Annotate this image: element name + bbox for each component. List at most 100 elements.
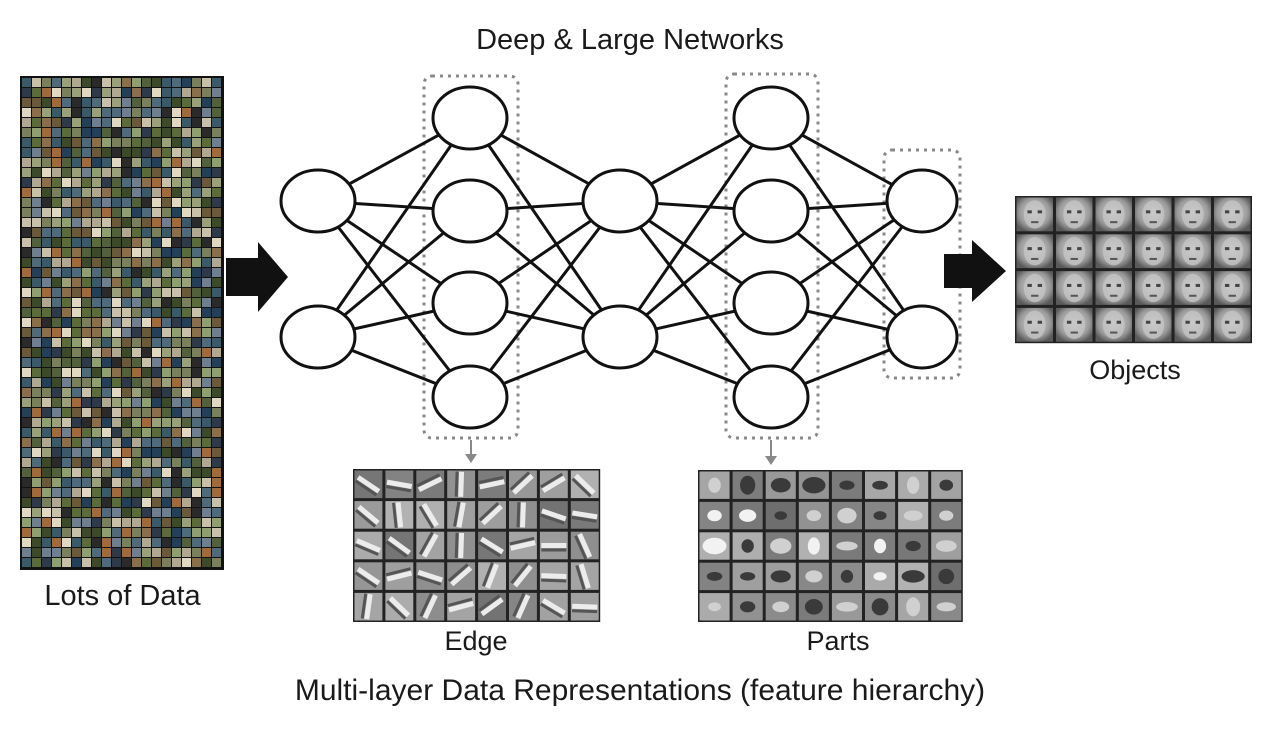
mosaic-tile bbox=[202, 378, 211, 387]
mosaic-tile bbox=[42, 328, 51, 337]
mosaic-tile bbox=[62, 88, 71, 97]
mosaic-tile bbox=[212, 378, 221, 387]
mosaic-tile bbox=[182, 78, 191, 87]
mosaic-tile bbox=[212, 288, 221, 297]
mosaic-tile bbox=[92, 378, 101, 387]
mosaic-tile bbox=[22, 528, 31, 537]
mosaic-tile bbox=[212, 528, 221, 537]
mosaic-tile bbox=[162, 298, 171, 307]
mosaic-tile bbox=[42, 248, 51, 257]
mosaic-tile bbox=[62, 268, 71, 277]
mosaic-tile bbox=[112, 418, 121, 427]
face-mouth bbox=[1149, 331, 1157, 334]
face-mouth bbox=[1189, 257, 1197, 260]
mosaic-tile bbox=[192, 138, 201, 147]
mosaic-tile bbox=[42, 228, 51, 237]
mosaic-tile bbox=[142, 118, 151, 127]
mosaic-tile bbox=[152, 128, 161, 137]
mosaic-tile bbox=[132, 178, 141, 187]
mosaic-tile bbox=[92, 188, 101, 197]
mosaic-tile bbox=[152, 508, 161, 517]
mosaic-tile bbox=[122, 468, 131, 477]
mosaic-tile bbox=[192, 448, 201, 457]
mosaic-tile bbox=[162, 388, 171, 397]
connection-line bbox=[316, 200, 472, 398]
mosaic-tile bbox=[112, 78, 121, 87]
mosaic-tile bbox=[142, 358, 151, 367]
mosaic-tile bbox=[122, 438, 131, 447]
mosaic-tile bbox=[22, 478, 31, 487]
mosaic-tile bbox=[192, 98, 201, 107]
mosaic-tile bbox=[192, 228, 201, 237]
edge-stroke bbox=[421, 502, 439, 527]
mosaic-tile bbox=[172, 78, 181, 87]
mosaic-tile bbox=[92, 348, 101, 357]
mosaic-tile bbox=[82, 498, 91, 507]
face-shape bbox=[1102, 200, 1125, 229]
mosaic-tile bbox=[112, 408, 121, 417]
mosaic-tile bbox=[182, 428, 191, 437]
face-eye bbox=[1185, 247, 1190, 251]
mosaic-tile bbox=[112, 188, 121, 197]
mosaic-tile bbox=[162, 308, 171, 317]
mosaic-tile bbox=[102, 488, 111, 497]
mosaic-tile bbox=[82, 478, 91, 487]
edge-stroke bbox=[356, 475, 381, 494]
mosaic-tile bbox=[32, 448, 41, 457]
parts-filters-grid bbox=[698, 470, 963, 622]
mosaic-tile bbox=[82, 418, 91, 427]
mosaic-tile bbox=[72, 148, 81, 157]
mosaic-tile bbox=[142, 108, 151, 117]
mosaic-tile bbox=[152, 138, 161, 147]
mosaic-tile bbox=[162, 168, 171, 177]
mosaic-tile bbox=[52, 498, 61, 507]
face-eye bbox=[1156, 247, 1161, 251]
mosaic-tile bbox=[52, 518, 61, 527]
neuron-node bbox=[732, 178, 810, 244]
mosaic-tile bbox=[82, 158, 91, 167]
mosaic-tile bbox=[132, 218, 141, 227]
mosaic-tile bbox=[142, 378, 151, 387]
mosaic-tile bbox=[202, 398, 211, 407]
mosaic-tile bbox=[92, 88, 101, 97]
mosaic-tile bbox=[152, 168, 161, 177]
edge-stroke bbox=[458, 471, 465, 497]
mosaic-tile bbox=[182, 208, 191, 217]
mosaic-tile bbox=[212, 358, 221, 367]
mosaic-tile bbox=[122, 78, 131, 87]
mosaic-tile bbox=[22, 398, 31, 407]
mosaic-tile bbox=[52, 238, 61, 247]
mosaic-tile bbox=[82, 428, 91, 437]
edge-shadow bbox=[416, 473, 441, 488]
mosaic-tile bbox=[192, 378, 201, 387]
mosaic-tile bbox=[172, 418, 181, 427]
mosaic-tile bbox=[132, 268, 141, 277]
mosaic-tile bbox=[182, 408, 191, 417]
mosaic-tile bbox=[182, 468, 191, 477]
edge-stroke bbox=[541, 543, 567, 548]
mosaic-tile bbox=[52, 378, 61, 387]
mosaic-tile bbox=[122, 318, 131, 327]
mosaic-tile bbox=[82, 228, 91, 237]
part-blob bbox=[871, 598, 889, 616]
mosaic-tile bbox=[142, 388, 151, 397]
connection-line bbox=[618, 200, 773, 398]
mosaic-tile bbox=[82, 508, 91, 517]
mosaic-tile bbox=[112, 108, 121, 117]
mosaic-tile bbox=[142, 238, 151, 247]
part-blob bbox=[873, 511, 887, 521]
mosaic-tile bbox=[132, 88, 141, 97]
mosaic-tile bbox=[92, 148, 101, 157]
mosaic-tile bbox=[102, 148, 111, 157]
output-arrow-icon bbox=[944, 240, 1006, 302]
mosaic-tile bbox=[52, 548, 61, 557]
mosaic-tile bbox=[52, 98, 61, 107]
mosaic-tile bbox=[122, 178, 131, 187]
mosaic-tile bbox=[102, 238, 111, 247]
edge-stroke bbox=[480, 597, 504, 617]
mosaic-tile bbox=[52, 88, 61, 97]
face-eye bbox=[1185, 320, 1190, 324]
mosaic-tile bbox=[32, 238, 41, 247]
mosaic-tile bbox=[62, 398, 71, 407]
part-blob bbox=[836, 601, 858, 612]
